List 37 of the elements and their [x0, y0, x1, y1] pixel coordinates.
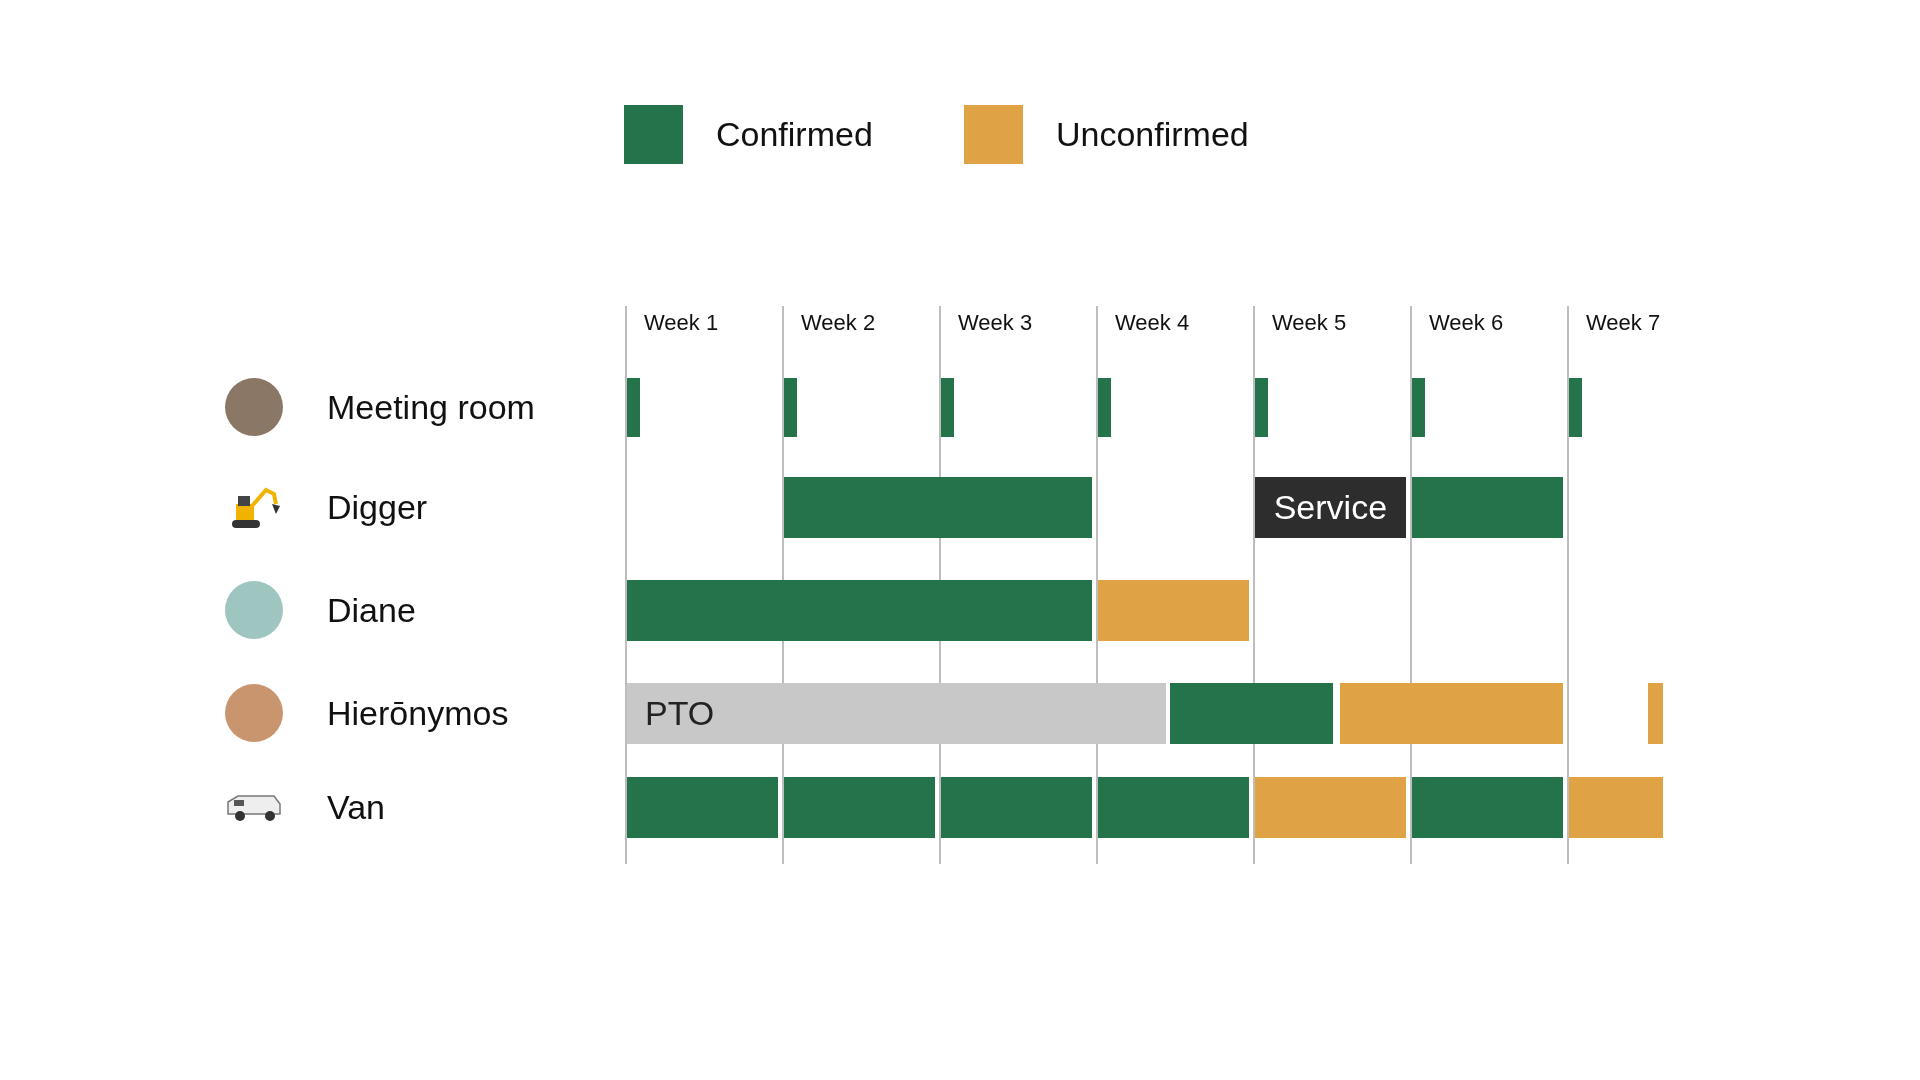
booking-bar	[784, 377, 797, 437]
resource-name: Van	[327, 787, 385, 827]
week-label: Week 4	[1115, 310, 1190, 336]
booking-bar	[1339, 682, 1563, 744]
booking-bar	[627, 776, 778, 838]
booking-bar	[1412, 377, 1425, 437]
booking-bar	[1569, 377, 1582, 437]
booking-bar	[1255, 377, 1268, 437]
booking-bar	[1647, 682, 1663, 744]
booking-bar	[1412, 776, 1563, 838]
booking-bar	[784, 776, 935, 838]
week-label: Week 1	[644, 310, 719, 336]
booking-bar	[941, 377, 954, 437]
booking-bar	[1255, 776, 1406, 838]
week-label: Week 6	[1429, 310, 1504, 336]
booking-bar	[1098, 377, 1111, 437]
booking-bar	[941, 776, 1092, 838]
booking-bar	[1098, 776, 1249, 838]
service-bar: Service	[1255, 476, 1406, 538]
booking-bar	[627, 377, 640, 437]
booking-bar	[1412, 476, 1563, 538]
booking-bar	[1569, 776, 1663, 838]
time-off-bar: PTO	[627, 682, 1166, 744]
legend-label: Unconfirmed	[1056, 114, 1249, 155]
booking-bar	[784, 476, 1092, 538]
week-label: Week 7	[1586, 310, 1661, 336]
resource-name: Digger	[327, 487, 428, 527]
resource-name: Diane	[327, 590, 416, 630]
week-label: Week 5	[1272, 310, 1347, 336]
resource-name: Meeting room	[327, 387, 535, 427]
booking-bar	[1098, 579, 1249, 641]
booking-bar	[627, 579, 1092, 641]
week-label: Week 2	[801, 310, 876, 336]
booking-bar	[1170, 682, 1334, 744]
legend-label: Confirmed	[716, 114, 873, 155]
resource-name: Hierōnymos	[327, 693, 509, 733]
week-label: Week 3	[958, 310, 1033, 336]
